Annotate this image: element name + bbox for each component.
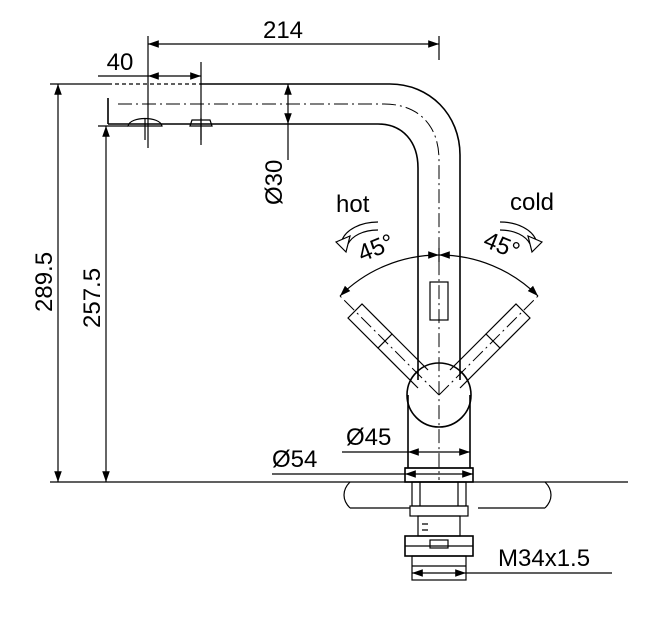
dimension-base-diameter: Ø54 bbox=[272, 446, 473, 478]
dimension-total-height: 289.5 bbox=[31, 83, 108, 482]
mounting-base bbox=[404, 467, 474, 581]
dimension-reach-label: 214 bbox=[263, 17, 303, 44]
dimension-spout-diameter: Ø30 bbox=[261, 84, 292, 205]
dimension-body-diameter-label: Ø45 bbox=[346, 424, 391, 451]
hot-label: hot bbox=[336, 191, 370, 218]
dimension-spout-diameter-label: Ø30 bbox=[261, 160, 288, 205]
dimension-reach: 214 bbox=[147, 17, 440, 148]
aerator-outlets bbox=[127, 117, 213, 140]
dimension-base-diameter-label: Ø54 bbox=[272, 446, 317, 473]
angle-cold-label: 45° bbox=[480, 227, 524, 266]
dimension-body-diameter: Ø45 bbox=[342, 424, 470, 456]
angle-arc bbox=[339, 248, 539, 297]
dimension-thread-label: M34x1.5 bbox=[498, 545, 590, 572]
rotation-arrow-cold-icon bbox=[499, 221, 544, 254]
hot-handle bbox=[339, 295, 440, 396]
dimension-aerator-offset-label: 40 bbox=[107, 49, 134, 76]
spout bbox=[107, 83, 461, 480]
dimension-outlet-height: 257.5 bbox=[79, 125, 128, 482]
rotation-arrow-hot-icon bbox=[334, 221, 379, 254]
dimension-outlet-height-label: 257.5 bbox=[79, 268, 106, 328]
dimension-total-height-label: 289.5 bbox=[31, 252, 58, 312]
angle-hot-label: 45° bbox=[354, 229, 398, 268]
cold-handle bbox=[438, 295, 539, 396]
cold-label: cold bbox=[510, 189, 554, 216]
dimension-aerator-offset: 40 bbox=[98, 49, 202, 145]
countertop bbox=[50, 481, 628, 509]
dimension-thread: M34x1.5 bbox=[412, 545, 612, 577]
